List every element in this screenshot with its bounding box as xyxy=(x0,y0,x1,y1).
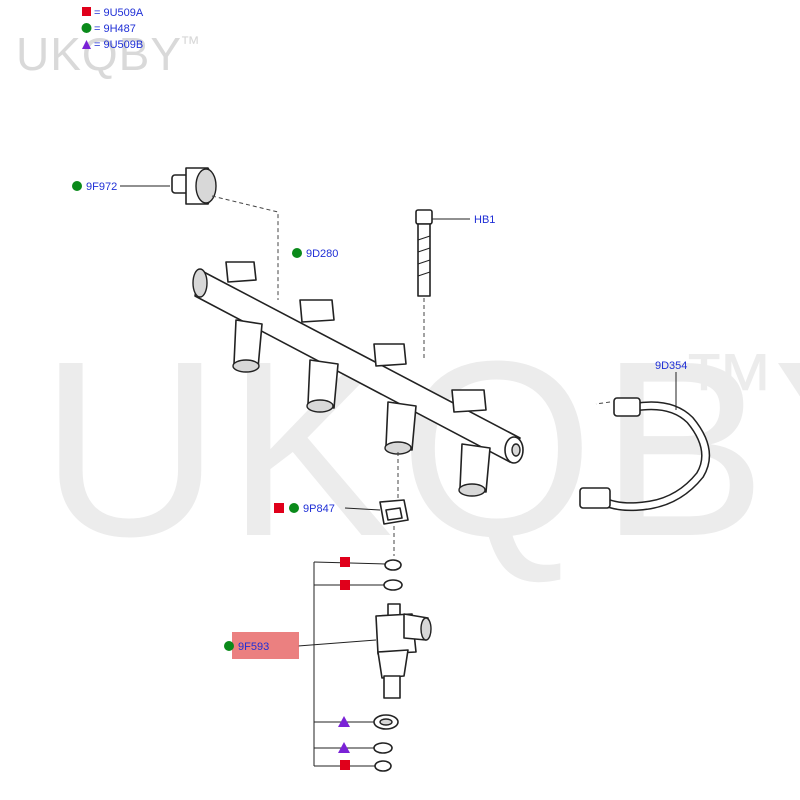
injector-stack xyxy=(373,559,432,772)
injector-circle-icon xyxy=(224,641,234,651)
seal-2-square-icon xyxy=(340,580,350,590)
seal-4-triangle-icon xyxy=(338,742,350,753)
label-9f593: 9F593 xyxy=(238,641,269,653)
injector-clip xyxy=(379,499,409,525)
legend-label-square: = 9U509A xyxy=(94,7,144,19)
fuel-pipe xyxy=(579,397,711,512)
bolt-hb1 xyxy=(415,209,433,360)
label-9p847: 9P847 xyxy=(303,503,335,515)
legend-circle-icon xyxy=(81,23,92,33)
label-hb1: HB1 xyxy=(474,214,495,226)
fuel-rail xyxy=(192,261,524,497)
sensor-circle-icon xyxy=(72,181,82,191)
bracket-leads xyxy=(297,561,386,767)
rail-circle-icon xyxy=(292,248,302,258)
clip-circle-icon xyxy=(289,503,299,513)
clip-square-icon xyxy=(274,503,284,513)
legend-square-icon xyxy=(82,7,91,16)
seal-5-square-icon xyxy=(340,760,350,770)
legend: = 9U509A = 9H487 = 9U509B xyxy=(81,7,144,51)
legend-label-triangle: = 9U509B xyxy=(94,39,143,51)
watermark-small-tm: ™ xyxy=(180,33,200,55)
pressure-sensor xyxy=(171,167,279,300)
label-9f972: 9F972 xyxy=(86,181,117,193)
legend-label-circle: = 9H487 xyxy=(94,23,136,35)
injector-highlight xyxy=(232,632,299,659)
legend-triangle-icon xyxy=(82,40,91,49)
watermark-large: UKQBY xyxy=(40,309,800,588)
seal-1-square-icon xyxy=(340,557,350,567)
label-9d354: 9D354 xyxy=(655,360,687,372)
label-9d280: 9D280 xyxy=(306,248,338,260)
seal-3-triangle-icon xyxy=(338,716,350,727)
watermark-small: UKQBY xyxy=(16,28,182,80)
